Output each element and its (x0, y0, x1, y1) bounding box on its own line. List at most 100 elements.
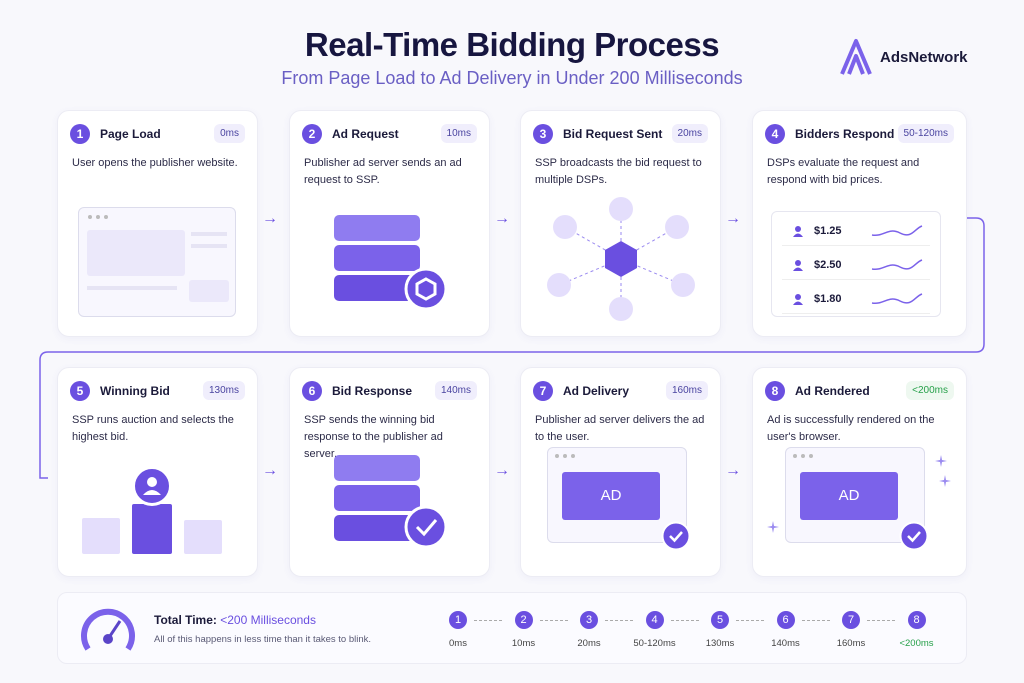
step-time-badge: 50-120ms (897, 124, 954, 143)
timeline-step: 8 <200ms (887, 611, 947, 649)
step-card: 5 Winning Bid 130ms SSP runs auction and… (57, 367, 258, 577)
timeline-number: 8 (907, 611, 926, 629)
timeline-step: 7 160ms (821, 611, 881, 649)
step-time-badge: 10ms (440, 124, 477, 143)
step-title: Bid Request Sent (563, 127, 663, 141)
step-time-badge: 0ms (214, 124, 245, 143)
timeline-connector (474, 620, 502, 621)
timeline-number: 7 (842, 611, 860, 629)
arrow-right-icon: → (494, 462, 510, 479)
ad-box: AD (562, 472, 660, 520)
timeline-time: 10ms (511, 638, 536, 649)
step-number: 5 (70, 381, 90, 401)
step-title: Page Load (100, 127, 161, 141)
arrow-right-icon: → (262, 210, 278, 227)
sparkle-icon (767, 521, 779, 533)
timeline-number: 2 (514, 611, 533, 629)
user-icon (793, 225, 803, 237)
sparkline-icon (871, 258, 923, 270)
step-time-badge: <200ms (906, 381, 954, 400)
logo-text: AdsNetwork (880, 48, 968, 66)
sparkle-icon (939, 475, 951, 487)
step-number: 4 (765, 124, 785, 144)
timeline-connector (605, 620, 633, 621)
step-time-badge: 140ms (434, 381, 477, 400)
speedometer-icon (81, 608, 135, 651)
ad-box: AD (800, 472, 898, 520)
arrow-right-icon: → (725, 462, 741, 479)
total-time-value: <200 Milliseconds (220, 613, 316, 627)
winner-avatar-icon (132, 466, 172, 506)
sparkline-icon (871, 224, 923, 236)
timeline-time: 130ms (705, 638, 735, 649)
logo: AdsNetwork (838, 38, 968, 76)
timeline-connector (539, 620, 568, 621)
sparkline-icon (871, 292, 923, 304)
bid-price: $1.80 (814, 292, 842, 305)
timeline-connector (801, 620, 830, 621)
step-title: Bid Response (332, 384, 413, 398)
timeline-number: 4 (645, 611, 664, 629)
logo-icon (840, 39, 872, 75)
step-description: SSP runs auction and selects the highest… (72, 414, 234, 443)
step-card: 3 Bid Request Sent 20ms SSP broadcasts t… (520, 110, 721, 337)
bids-list: $1.25 $2.50 $1.80 (771, 211, 941, 317)
timeline-time: 20ms (577, 638, 601, 649)
step-description: User opens the publisher website. (72, 157, 238, 169)
step-description: Publisher ad server sends an ad request … (304, 157, 462, 186)
user-icon (793, 293, 803, 305)
step-time-badge: 20ms (671, 124, 708, 143)
step-description: Publisher ad server delivers the ad to t… (535, 414, 705, 443)
step-description: SSP broadcasts the bid request to multip… (535, 157, 702, 186)
arrow-right-icon: → (262, 462, 278, 479)
timeline-time: 0ms (449, 638, 467, 649)
timeline-step: 2 10ms (494, 611, 554, 649)
step-card: 8 Ad Rendered <200ms Ad is successfully … (752, 367, 967, 577)
timeline-time: 160ms (836, 638, 866, 649)
step-title: Ad Request (332, 127, 399, 141)
check-icon (899, 521, 929, 551)
summary-bar: Total Time: <200 Milliseconds All of thi… (57, 592, 967, 664)
timeline-number: 1 (449, 611, 467, 629)
server-check-icon (334, 455, 448, 549)
timeline-time: 50-120ms (633, 638, 676, 649)
step-card: 2 Ad Request 10ms Publisher ad server se… (289, 110, 490, 337)
page-title: Real-Time Bidding Process (304, 26, 720, 63)
sparkle-icon (935, 455, 947, 467)
step-title: Ad Delivery (563, 384, 630, 398)
bid-price: $2.50 (814, 258, 842, 271)
bid-row: $1.80 (782, 284, 930, 314)
step-description: DSPs evaluate the request and respond wi… (767, 157, 920, 186)
step-title: Bidders Respond (795, 127, 895, 141)
step-card: 7 Ad Delivery 160ms Publisher ad server … (520, 367, 721, 577)
step-number: 2 (302, 124, 322, 144)
step-title: Winning Bid (100, 384, 170, 398)
user-icon (793, 259, 803, 271)
total-time-label: Total Time: (154, 613, 217, 627)
timeline-number: 3 (580, 611, 598, 629)
step-description: Ad is successfully rendered on the user'… (767, 414, 935, 443)
timeline-number: 5 (711, 611, 729, 629)
bid-price: $1.25 (814, 224, 842, 237)
step-card: 6 Bid Response 140ms SSP sends the winni… (289, 367, 490, 577)
step-number: 3 (533, 124, 553, 144)
step-title: Ad Rendered (795, 384, 870, 398)
bid-row: $2.50 (782, 250, 930, 280)
timeline-time: <200ms (899, 638, 934, 649)
timeline-step: 5 130ms (690, 611, 750, 649)
step-card: 1 Page Load 0ms User opens the publisher… (57, 110, 258, 337)
window-dots-icon (88, 215, 108, 219)
timeline-connector (670, 620, 699, 621)
window-dots-icon (555, 454, 575, 458)
timeline-step: 4 50-120ms (625, 611, 685, 649)
step-time-badge: 160ms (665, 381, 708, 400)
page-subtitle: From Page Load to Ad Delivery in Under 2… (281, 68, 743, 88)
check-icon (661, 521, 691, 551)
window-dots-icon (793, 454, 813, 458)
step-description: SSP sends the winning bid response to th… (304, 414, 443, 460)
arrow-right-icon: → (494, 210, 510, 227)
step-time-badge: 130ms (202, 381, 245, 400)
timeline-step: 1 0ms (428, 611, 488, 649)
